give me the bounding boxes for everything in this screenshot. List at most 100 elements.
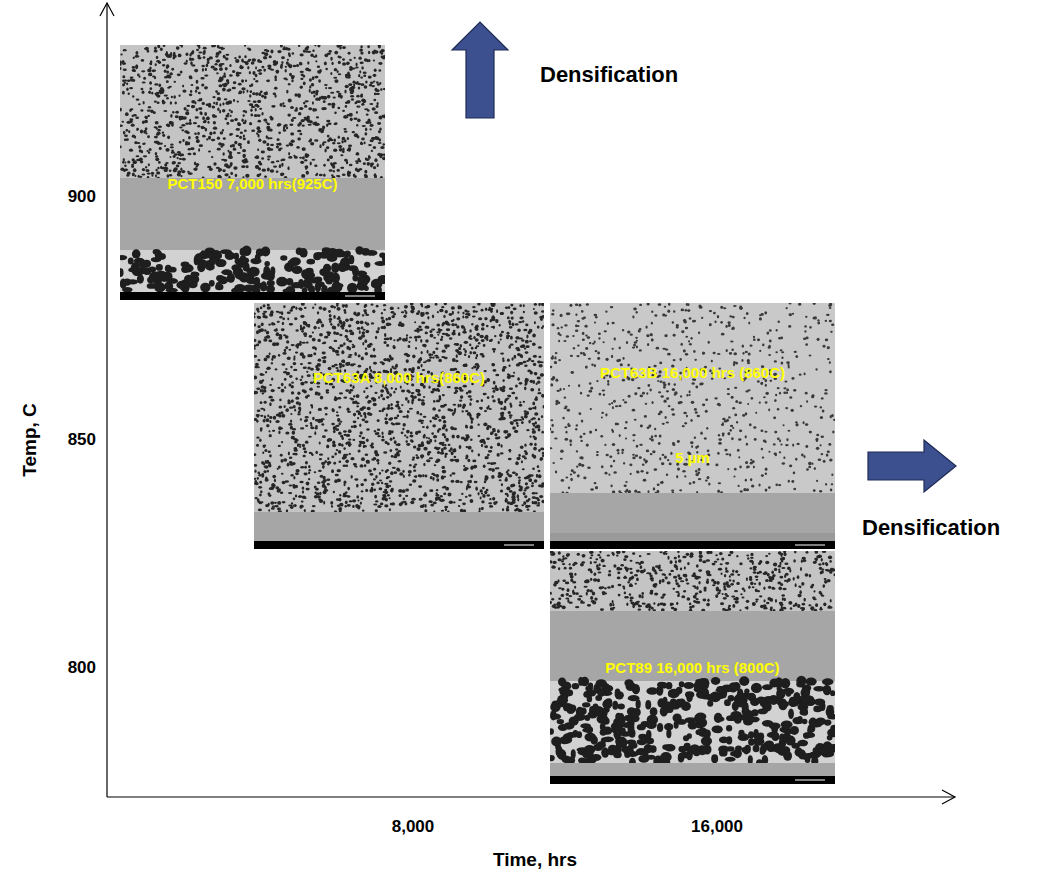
- pore: [301, 269, 311, 279]
- pore: [290, 106, 294, 109]
- pore: [143, 155, 147, 157]
- pore: [133, 168, 137, 172]
- pore: [322, 465, 325, 469]
- pore: [288, 99, 292, 103]
- pore: [367, 45, 370, 48]
- pore: [218, 84, 222, 87]
- pore: [342, 173, 346, 176]
- pore: [328, 310, 331, 313]
- pore: [318, 79, 321, 82]
- pore: [189, 77, 192, 80]
- pore: [280, 64, 283, 67]
- pore: [416, 411, 419, 415]
- pore: [361, 138, 365, 141]
- pore: [229, 134, 232, 136]
- pore: [338, 145, 342, 148]
- pore: [147, 135, 150, 138]
- pore: [245, 111, 247, 114]
- pore: [344, 131, 348, 133]
- pore: [365, 352, 369, 356]
- pore: [377, 429, 380, 431]
- pore: [315, 54, 317, 57]
- pore: [124, 165, 126, 168]
- pore: [331, 456, 334, 459]
- pore: [351, 88, 354, 90]
- pore: [334, 51, 338, 55]
- pore: [186, 60, 188, 63]
- pore: [174, 54, 177, 57]
- pore: [267, 304, 270, 306]
- pore: [347, 137, 349, 140]
- pore: [160, 87, 164, 91]
- pore: [143, 77, 146, 80]
- pore: [136, 128, 138, 131]
- pore: [232, 70, 235, 73]
- pore: [264, 95, 267, 99]
- pore: [422, 474, 424, 477]
- pore: [179, 45, 183, 47]
- pore: [239, 91, 243, 94]
- pore: [128, 93, 130, 95]
- pore: [218, 50, 221, 53]
- pore: [178, 95, 180, 97]
- pore: [342, 167, 344, 169]
- pore: [365, 80, 367, 83]
- pore: [257, 100, 261, 103]
- pore: [303, 455, 306, 458]
- pore: [339, 46, 342, 49]
- pore: [359, 424, 361, 428]
- pore: [364, 286, 369, 291]
- pore: [405, 488, 409, 491]
- pore: [165, 265, 172, 273]
- pore: [288, 63, 291, 67]
- pore: [308, 107, 312, 110]
- pore: [142, 91, 145, 94]
- pore: [374, 495, 377, 499]
- pore: [389, 508, 391, 511]
- pore: [279, 316, 283, 319]
- pore: [209, 280, 215, 287]
- pore: [229, 133, 233, 135]
- pore: [430, 420, 432, 423]
- pore: [287, 114, 291, 117]
- pore: [122, 75, 125, 78]
- micrograph-layer: [254, 303, 544, 512]
- pore: [347, 149, 350, 151]
- pore: [138, 145, 141, 149]
- pore: [267, 158, 270, 160]
- pore: [123, 69, 127, 71]
- pore: [417, 393, 421, 396]
- pore: [372, 107, 376, 110]
- pore: [295, 377, 298, 380]
- pore: [280, 45, 283, 47]
- pore: [338, 93, 341, 96]
- pore: [342, 457, 346, 460]
- pore: [201, 126, 205, 129]
- pore: [200, 111, 202, 114]
- pore: [173, 81, 176, 83]
- pore: [261, 157, 264, 160]
- pore: [356, 63, 358, 67]
- pore: [263, 389, 267, 392]
- pore: [247, 100, 250, 102]
- pore: [344, 90, 346, 94]
- pore: [256, 126, 260, 130]
- pore: [484, 456, 488, 459]
- pore: [381, 49, 385, 52]
- pore: [257, 325, 261, 328]
- pore: [258, 72, 262, 75]
- pore: [371, 150, 373, 152]
- pore: [384, 333, 386, 337]
- pore: [318, 327, 320, 329]
- pore: [350, 91, 354, 94]
- pore: [163, 45, 166, 47]
- pore: [380, 146, 384, 149]
- pore: [212, 96, 215, 98]
- pore: [148, 73, 152, 77]
- pore: [274, 87, 278, 90]
- pore: [243, 138, 246, 141]
- pore: [225, 114, 229, 117]
- pore: [151, 92, 153, 95]
- pore: [255, 74, 258, 77]
- pore: [382, 436, 385, 439]
